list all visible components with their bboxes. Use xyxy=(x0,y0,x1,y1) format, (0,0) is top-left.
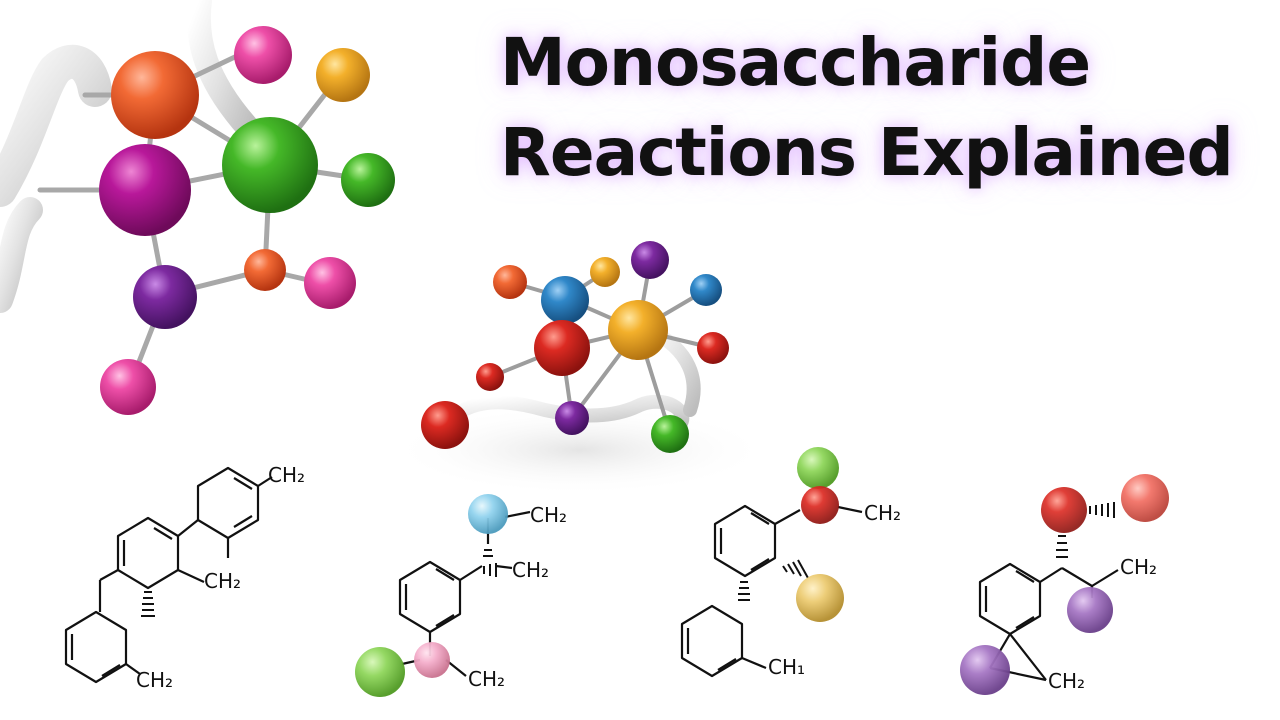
atom-purple-top xyxy=(631,241,669,279)
small-molecule-model xyxy=(390,241,770,495)
atom-red-glass xyxy=(801,486,839,524)
page-title: Monosaccharide Reactions Explained xyxy=(500,18,1260,198)
structure-1-label-1: CH₂ xyxy=(268,463,305,487)
atom-blue-large xyxy=(541,276,589,324)
tube-top xyxy=(186,0,262,142)
atom-red-left xyxy=(421,401,469,449)
atom-light-blue xyxy=(468,494,508,534)
structure-3-label-1: CH₂ xyxy=(864,501,901,525)
atom-purple-small xyxy=(555,401,589,435)
atom-green-large xyxy=(222,117,318,213)
structure-2-label-3: CH₂ xyxy=(468,667,505,691)
atom-yellow-glass xyxy=(796,574,844,622)
atom-green-small xyxy=(341,153,395,207)
structure-2-label-1: CH₂ xyxy=(530,503,567,527)
atom-orange xyxy=(493,265,527,299)
atom-orange-small xyxy=(244,249,286,291)
atom-light-pink xyxy=(414,642,450,678)
structure-1-label-2: CH₂ xyxy=(204,569,241,593)
structure-4-label-2: CH₂ xyxy=(1048,669,1085,693)
atom-green-glass xyxy=(355,647,405,697)
structure-3-label-2: CH₁ xyxy=(768,655,805,679)
title-line-2: Reactions Explained xyxy=(500,114,1234,191)
structure-1-label-3: CH₂ xyxy=(136,668,173,692)
atom-orange-large xyxy=(608,300,668,360)
atom-red-glass-1 xyxy=(1041,487,1087,533)
structure-4 xyxy=(978,502,1119,682)
title-line-1: Monosaccharide xyxy=(500,24,1091,101)
atom-magenta xyxy=(99,144,191,236)
large-molecule-model xyxy=(0,0,395,415)
structure-1 xyxy=(64,466,273,684)
atom-yellow xyxy=(316,48,370,102)
atom-yellow-small xyxy=(590,257,620,287)
tube-center xyxy=(438,394,690,432)
atom-red-large xyxy=(534,320,590,376)
atom-pink-bottom xyxy=(100,359,156,415)
atom-green-bottom xyxy=(651,415,689,453)
tube-left-lower xyxy=(0,197,43,313)
atom-purple-glass-2 xyxy=(960,645,1010,695)
atom-red-small xyxy=(476,363,504,391)
atom-orange-red xyxy=(111,51,199,139)
atom-red-glass-2 xyxy=(1121,474,1169,522)
structure-2-label-2: CH₂ xyxy=(512,558,549,582)
tube-left xyxy=(0,44,112,207)
atom-red-right xyxy=(697,332,729,364)
atom-pink-top xyxy=(234,26,292,84)
atom-pink-right xyxy=(304,257,356,309)
atom-blue-small xyxy=(690,274,722,306)
structure-4-label-1: CH₂ xyxy=(1120,555,1157,579)
atom-purple-glass-1 xyxy=(1067,587,1113,633)
atom-purple xyxy=(133,265,197,329)
structure-3 xyxy=(680,504,863,678)
atom-green-glass-top xyxy=(797,447,839,489)
